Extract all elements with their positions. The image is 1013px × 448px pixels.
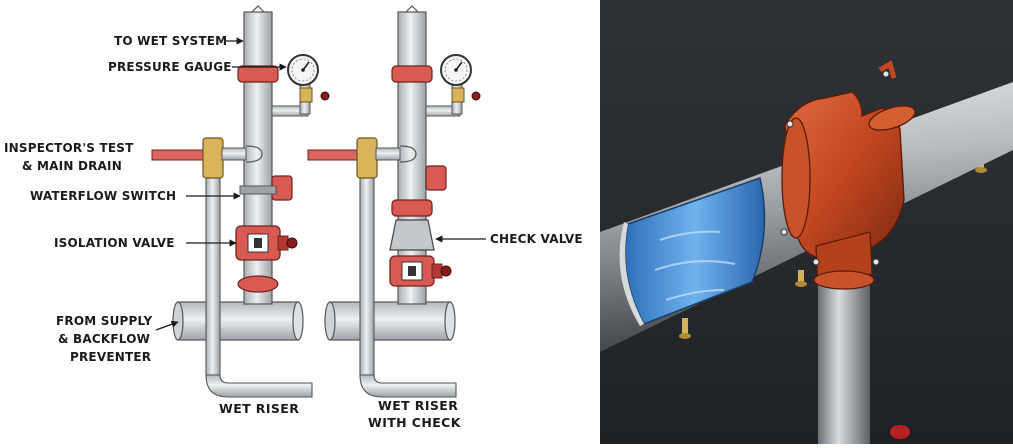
label-inspectors-test-line1: INSPECTOR'S TEST — [4, 141, 134, 155]
sprinkler-head-icon — [679, 318, 691, 339]
drain-pipe-vertical — [205, 144, 221, 376]
label-from-supply-line1: FROM SUPPLY — [56, 314, 153, 328]
inspectors-test-valve — [202, 137, 224, 179]
diagram-canvas: TO WET SYSTEM PRESSURE GAUGE INSPECTOR'S… — [4, 5, 583, 430]
isolation-valve — [235, 225, 298, 293]
isolation-valve — [389, 255, 452, 287]
label-to-wet-system: TO WET SYSTEM — [114, 34, 227, 48]
sprinkler-head-icon — [795, 270, 807, 287]
label-inspectors-test-line2: & MAIN DRAIN — [22, 159, 122, 173]
inspectors-test-handle — [151, 149, 209, 161]
sprinkler-tee-render — [600, 0, 1013, 444]
label-check-valve: CHECK VALVE — [490, 232, 583, 246]
waterflow-switch — [425, 165, 447, 191]
render-canvas — [600, 0, 1013, 444]
label-pressure-gauge: PRESSURE GAUGE — [108, 60, 232, 74]
tee-fitting — [780, 60, 916, 290]
riser-pipe — [397, 11, 427, 305]
coupling-red — [391, 65, 433, 83]
inspectors-test-valve — [356, 137, 378, 179]
pressure-gauge-icon — [287, 54, 319, 86]
coupling-red — [391, 199, 433, 217]
caption-wet-riser-with-check-line2: WITH CHECK — [368, 415, 462, 430]
diagram-labels: TO WET SYSTEM PRESSURE GAUGE INSPECTOR'S… — [4, 34, 583, 430]
water-cutaway — [619, 177, 766, 326]
wet-riser-with-check-assembly — [307, 5, 481, 398]
wet-riser-assembly — [151, 5, 330, 398]
supply-main-pipe — [177, 301, 299, 341]
supply-main-pipe — [329, 301, 451, 341]
coupling-red — [237, 65, 279, 83]
drop-pipe — [818, 272, 870, 444]
label-from-supply-line2: & BACKFLOW — [58, 332, 150, 346]
valve-hint — [890, 425, 910, 439]
check-valve — [389, 219, 435, 251]
pressure-gauge-icon — [440, 54, 472, 86]
caption-wet-riser-with-check-line1: WET RISER — [378, 398, 458, 413]
caption-wet-riser: WET RISER — [219, 401, 299, 416]
inspectors-test-handle — [307, 149, 363, 161]
wet-riser-diagram: TO WET SYSTEM PRESSURE GAUGE INSPECTOR'S… — [4, 5, 583, 430]
label-isolation-valve: ISOLATION VALVE — [54, 236, 175, 250]
label-waterflow-switch: WATERFLOW SWITCH — [30, 189, 176, 203]
label-from-supply-line3: PREVENTER — [70, 350, 151, 364]
drain-pipe-vertical — [359, 144, 375, 376]
